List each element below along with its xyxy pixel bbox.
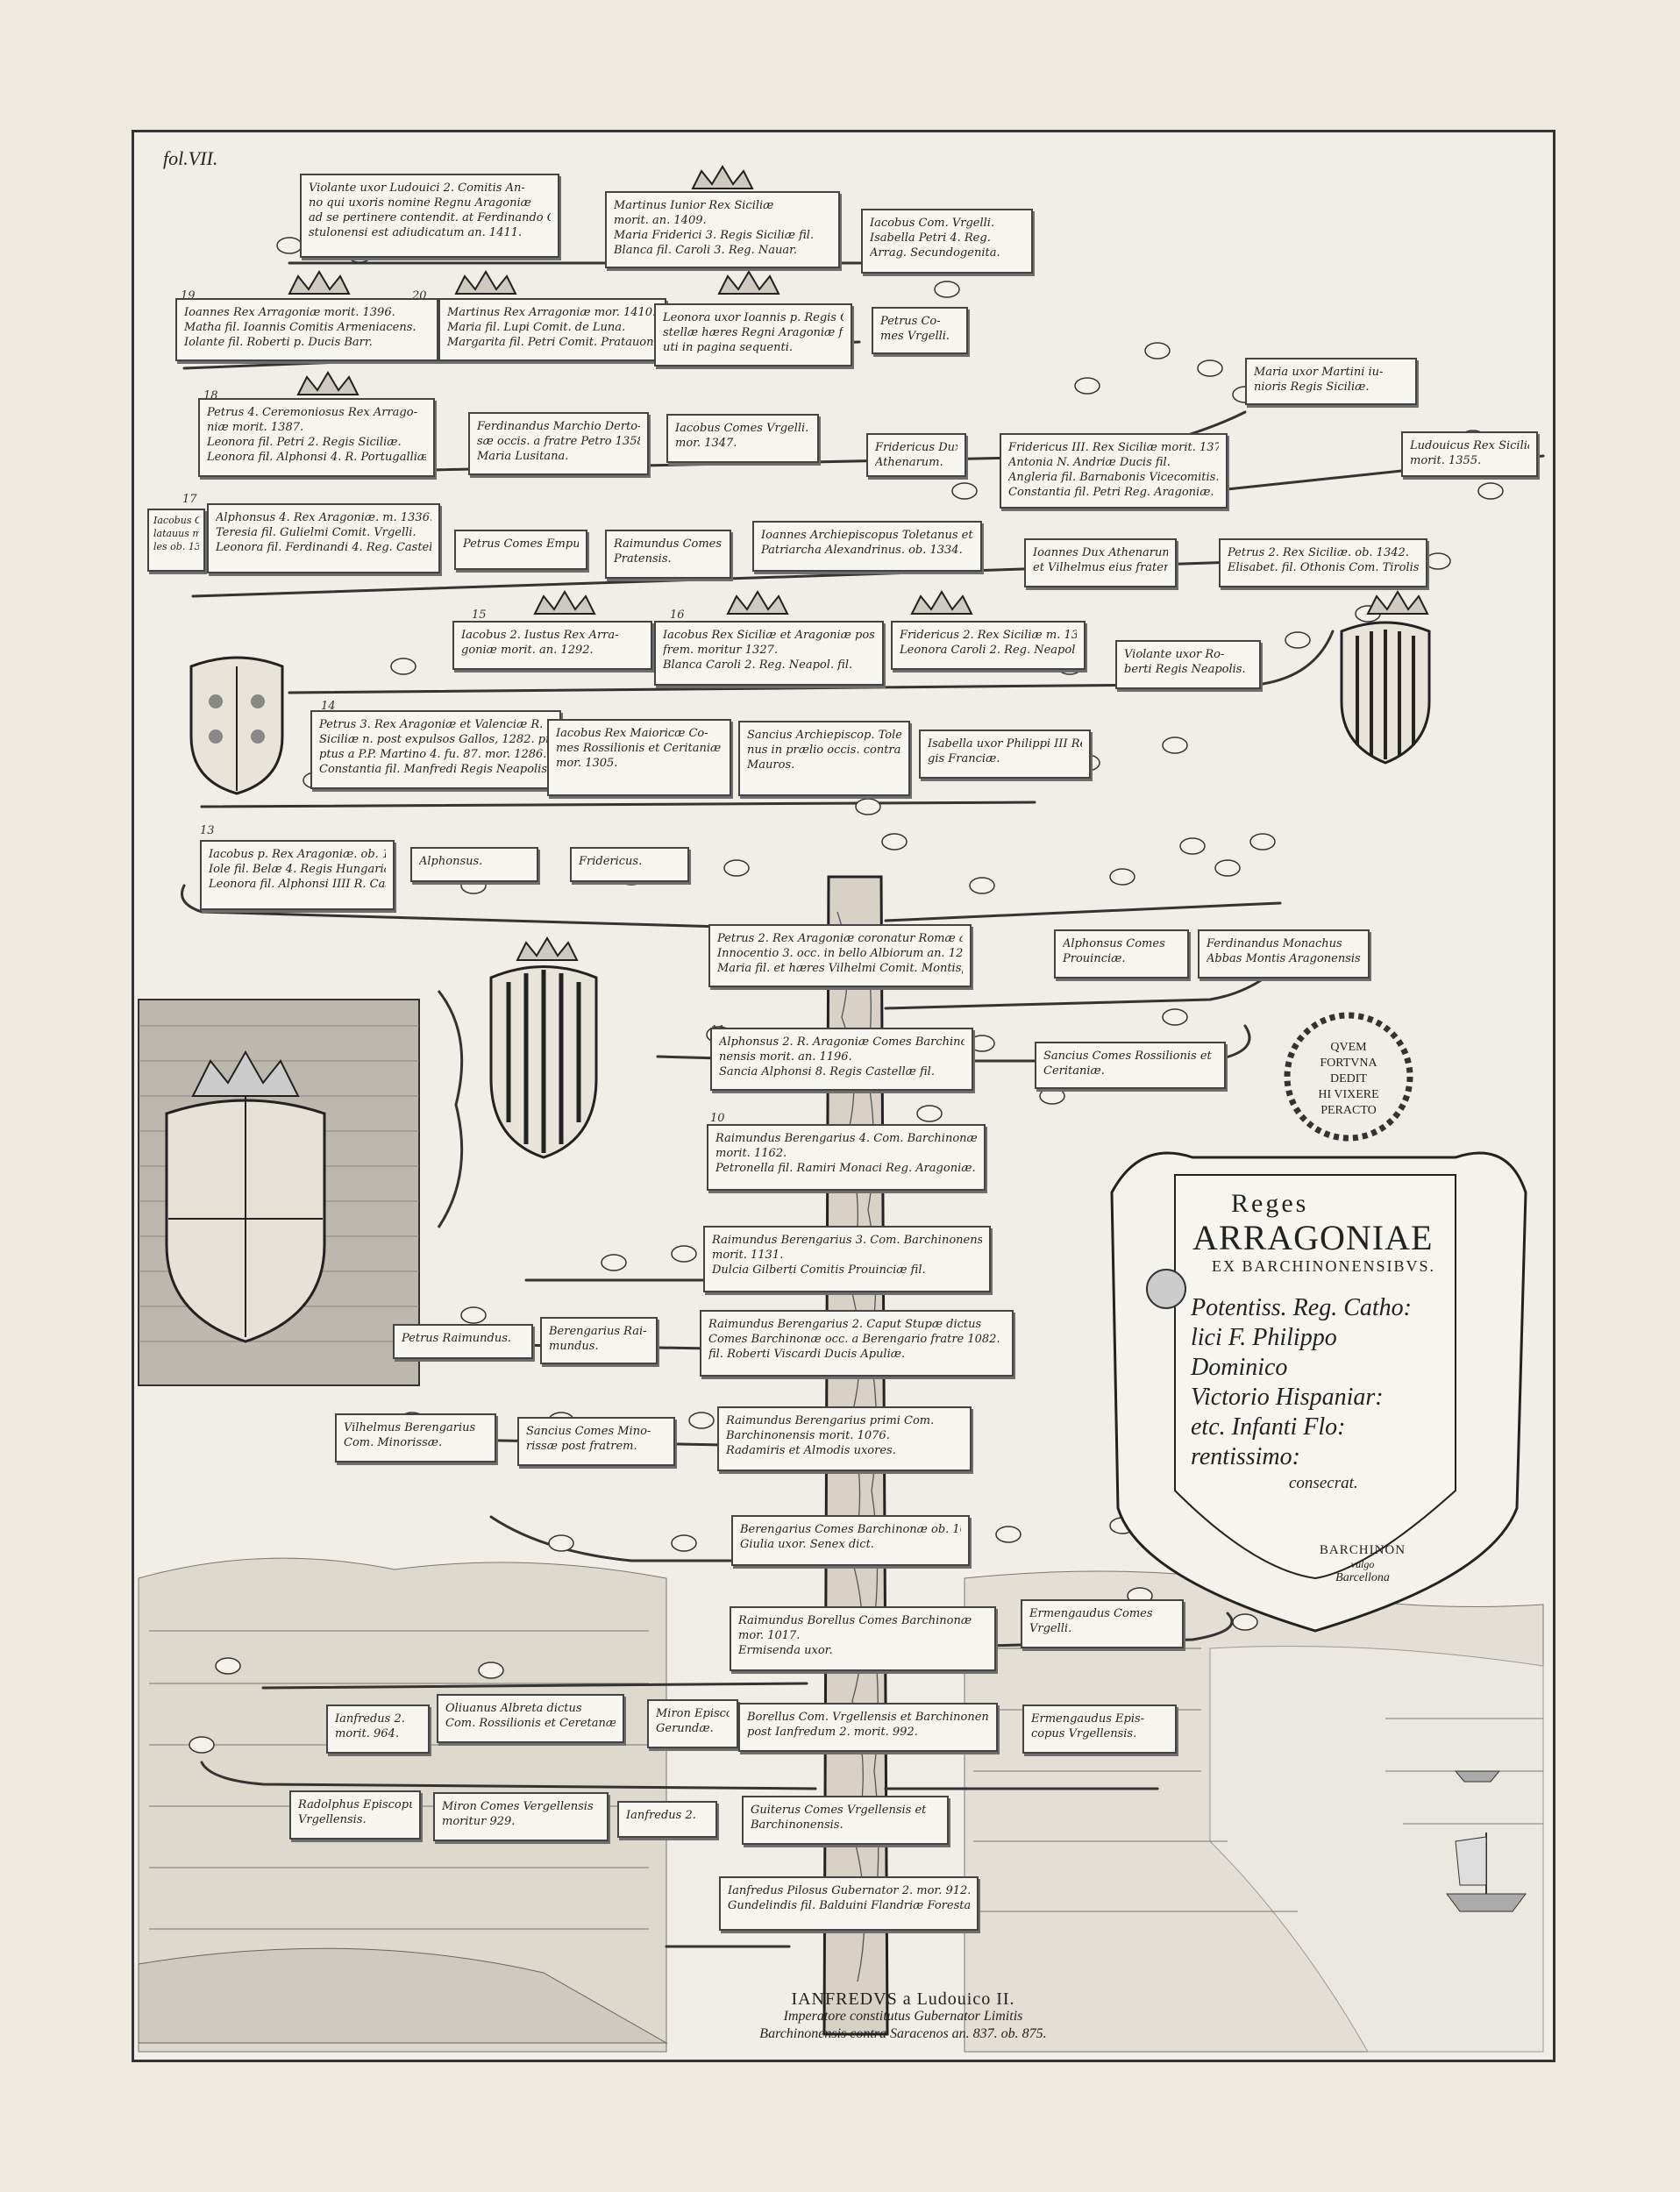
card-sancius-minorissae: Sancius Comes Mino-rissæ post fratrem. xyxy=(517,1417,675,1466)
card-iacobus-urgelli: Iacobus Com. Vrgelli.Isabella Petri 4. R… xyxy=(861,209,1033,274)
title-line-2: ARRAGONIAE xyxy=(1192,1218,1434,1257)
wreath-motto: QVEM FORTVNA DEDIT HI VIXERE PERACTO xyxy=(1318,1041,1379,1117)
card-petrus-urgelli: Petrus Co-mes Vrgelli. xyxy=(872,307,968,354)
title-line-1: Reges xyxy=(1231,1189,1309,1218)
card-alphonsus-4: Alphonsus 4. Rex Aragoniæ. m. 1336.Teres… xyxy=(207,503,440,573)
generation-number: 16 xyxy=(670,608,685,622)
card-ianfredus-pilosus: Ianfredus Pilosus Gubernator 2. mor. 912… xyxy=(719,1876,979,1931)
card-ermengaudus-episc: Ermengaudus Epis-copus Vrgellensis. xyxy=(1022,1704,1177,1754)
generation-number: 17 xyxy=(182,493,197,506)
coat-of-arms-left xyxy=(189,656,284,795)
generation-number: 14 xyxy=(321,700,336,713)
card-fridericus-2: Fridericus 2. Rex Siciliæ m. 1337.Leonor… xyxy=(891,621,1086,670)
generation-number: 13 xyxy=(200,824,215,837)
title-line-3: EX BARCHINONENSIBVS. xyxy=(1212,1257,1436,1275)
title-cartouche-frame xyxy=(1110,1012,1527,1633)
card-raimundus-4: Raimundus Berengarius 4. Com. Barchinonæ… xyxy=(707,1124,986,1191)
generation-number: 10 xyxy=(710,1112,725,1125)
dedication-line: Victorio Hispaniar: xyxy=(1191,1384,1384,1411)
coat-of-arms-center xyxy=(489,965,598,1159)
card-fridericus: Fridericus. xyxy=(570,847,689,882)
card-petrus-3: Petrus 3. Rex Aragoniæ et Valenciæ R.Sic… xyxy=(310,710,561,789)
card-violante: Violante uxor Ludouici 2. Comitis An-no … xyxy=(300,174,559,258)
card-iacobus-ca: Iacobus Ca-latauus mi-les ob. 1334. xyxy=(147,509,205,572)
royal-arms-panel xyxy=(138,990,464,1386)
card-leonora-ioannis: Leonora uxor Ioannis p. Regis Ca-stellæ … xyxy=(654,303,852,367)
city-label: BARCHINON vulgo Barcellona xyxy=(1319,1543,1406,1584)
crowns xyxy=(288,165,1429,961)
card-ioannes-rex: Ioannes Rex Arragoniæ morit. 1396.Matha … xyxy=(175,298,438,361)
card-borellus: Borellus Com. Vrgellensis et Barchinonen… xyxy=(738,1703,998,1752)
card-iacobus-2: Iacobus 2. Iustus Rex Arra-goniæ morit. … xyxy=(452,621,652,670)
card-iacobus-maioricae: Iacobus Rex Maioricæ Co-mes Rossilionis … xyxy=(547,719,731,796)
card-petrus-2: Petrus 2. Rex Aragoniæ coronatur Romæ ab… xyxy=(708,924,972,987)
card-martinus-rex: Martinus Rex Arragoniæ mor. 1410.Maria f… xyxy=(438,298,666,361)
card-raimundus-2: Raimundus Berengarius 2. Caput Stupæ dic… xyxy=(700,1310,1014,1377)
card-raimundus-3: Raimundus Berengarius 3. Com. Barchinone… xyxy=(703,1226,991,1292)
card-raimundus-1: Raimundus Berengarius primi Com.Barchino… xyxy=(717,1406,972,1471)
folio-number: fol.VII. xyxy=(163,147,218,169)
dedication-line: lici F. Philippo Dominico xyxy=(1191,1324,1337,1381)
dedication-line: etc. Infanti Flo: xyxy=(1191,1413,1346,1441)
card-petrus-empuriae: Petrus Comes Empuriæ. xyxy=(454,530,587,570)
card-petrus-raimundus: Petrus Raimundus. xyxy=(393,1324,533,1359)
card-berengarius: Berengarius Comes Barchinonæ ob. 1035.Gi… xyxy=(731,1515,970,1566)
card-iacobus-comes-urgelli: Iacobus Comes Vrgelli.mor. 1347. xyxy=(666,414,819,463)
card-miron-episc: Miron Episcop.Gerundæ. xyxy=(647,1699,738,1748)
card-petrus-4: Petrus 4. Ceremoniosus Rex Arrago-niæ mo… xyxy=(198,398,435,477)
card-iacobus-1: Iacobus p. Rex Aragoniæ. ob. 1276.Iole f… xyxy=(200,840,395,910)
card-ferdinandus-dertosae: Ferdinandus Marchio Derto-sæ occis. a fr… xyxy=(468,412,649,475)
generation-number: 15 xyxy=(472,608,487,622)
card-alphonsus-2: Alphonsus 2. R. Aragoniæ Comes Barchino-… xyxy=(710,1028,973,1091)
bottom-legend: IANFREDVS a Ludouico II. Imperatore cons… xyxy=(759,1989,1047,2041)
card-berengarius-raimundus: Berengarius Rai-mundus. xyxy=(540,1317,658,1364)
coat-of-arms-right xyxy=(1340,621,1431,765)
card-maria-martini: Maria uxor Martini iu-nioris Regis Sicil… xyxy=(1245,358,1417,405)
card-sancius-archiep: Sancius Archiepiscop. Toleta-nus in præl… xyxy=(738,721,910,796)
card-alphonsus: Alphonsus. xyxy=(410,847,538,882)
consecrat-line: consecrat. xyxy=(1289,1474,1358,1492)
dedication-line: rentissimo: xyxy=(1191,1443,1300,1470)
card-fridericus-iii: Fridericus III. Rex Siciliæ morit. 1377.… xyxy=(1000,433,1228,509)
card-isabella-philippi: Isabella uxor Philippi III Re-gis Franci… xyxy=(919,729,1091,779)
card-petrus-2-siciliae: Petrus 2. Rex Siciliæ. ob. 1342.Elisabet… xyxy=(1219,538,1427,587)
card-ianfredus-2: Ianfredus 2.morit. 964. xyxy=(326,1704,430,1754)
card-violante-roberti: Violante uxor Ro-berti Regis Neapolis. xyxy=(1115,640,1261,689)
card-ianfredus-short: Ianfredus 2. xyxy=(617,1801,717,1838)
dedication-line: Potentiss. Reg. Catho: xyxy=(1191,1294,1412,1321)
title-cartouche: Reges ARRAGONIAE EX BARCHINONENSIBVS. Po… xyxy=(1185,1189,1440,1493)
card-ioannes-athenarum: Ioannes Dux Athenarum,et Vilhelmus eius … xyxy=(1024,538,1177,587)
